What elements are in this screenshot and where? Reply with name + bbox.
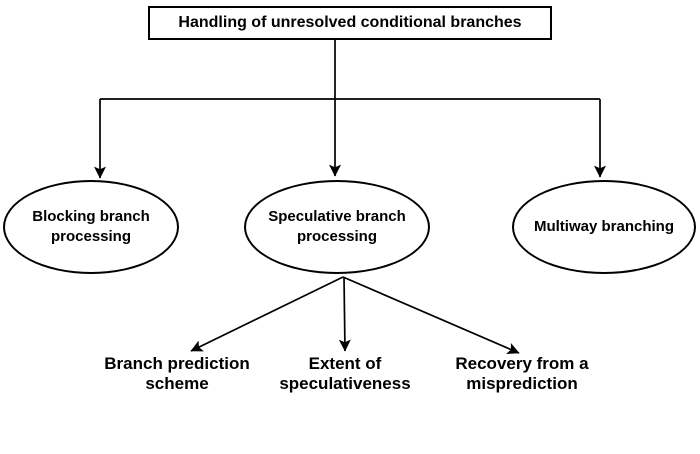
edge-speculative-to-extent	[338, 276, 351, 352]
node-multiway-label: Multiway branching	[533, 218, 674, 235]
edge-speculative-to-prediction-scheme	[190, 276, 344, 352]
node-blocking-label: Blocking branch processing	[32, 208, 150, 245]
node-speculative-label: Speculative branch processing	[268, 208, 406, 245]
edge-speculative-to-recovery	[342, 276, 520, 354]
node-extent-of-speculativeness-label: Extent of speculativeness	[279, 354, 411, 393]
node-multiway-branching: Multiway branching	[512, 180, 696, 274]
node-root: Handling of unresolved conditional branc…	[148, 6, 552, 40]
node-speculative-branch-processing: Speculative branch processing	[244, 180, 430, 274]
node-recovery-from-misprediction-label: Recovery from a misprediction	[455, 354, 589, 393]
node-blocking-branch-processing: Blocking branch processing	[3, 180, 179, 274]
node-extent-of-speculativeness: Extent of speculativeness	[245, 354, 445, 394]
node-recovery-from-misprediction: Recovery from a misprediction	[422, 354, 622, 394]
node-root-label: Handling of unresolved conditional branc…	[178, 14, 522, 31]
node-branch-prediction-scheme-label: Branch prediction scheme	[104, 354, 250, 393]
node-branch-prediction-scheme: Branch prediction scheme	[77, 354, 277, 394]
